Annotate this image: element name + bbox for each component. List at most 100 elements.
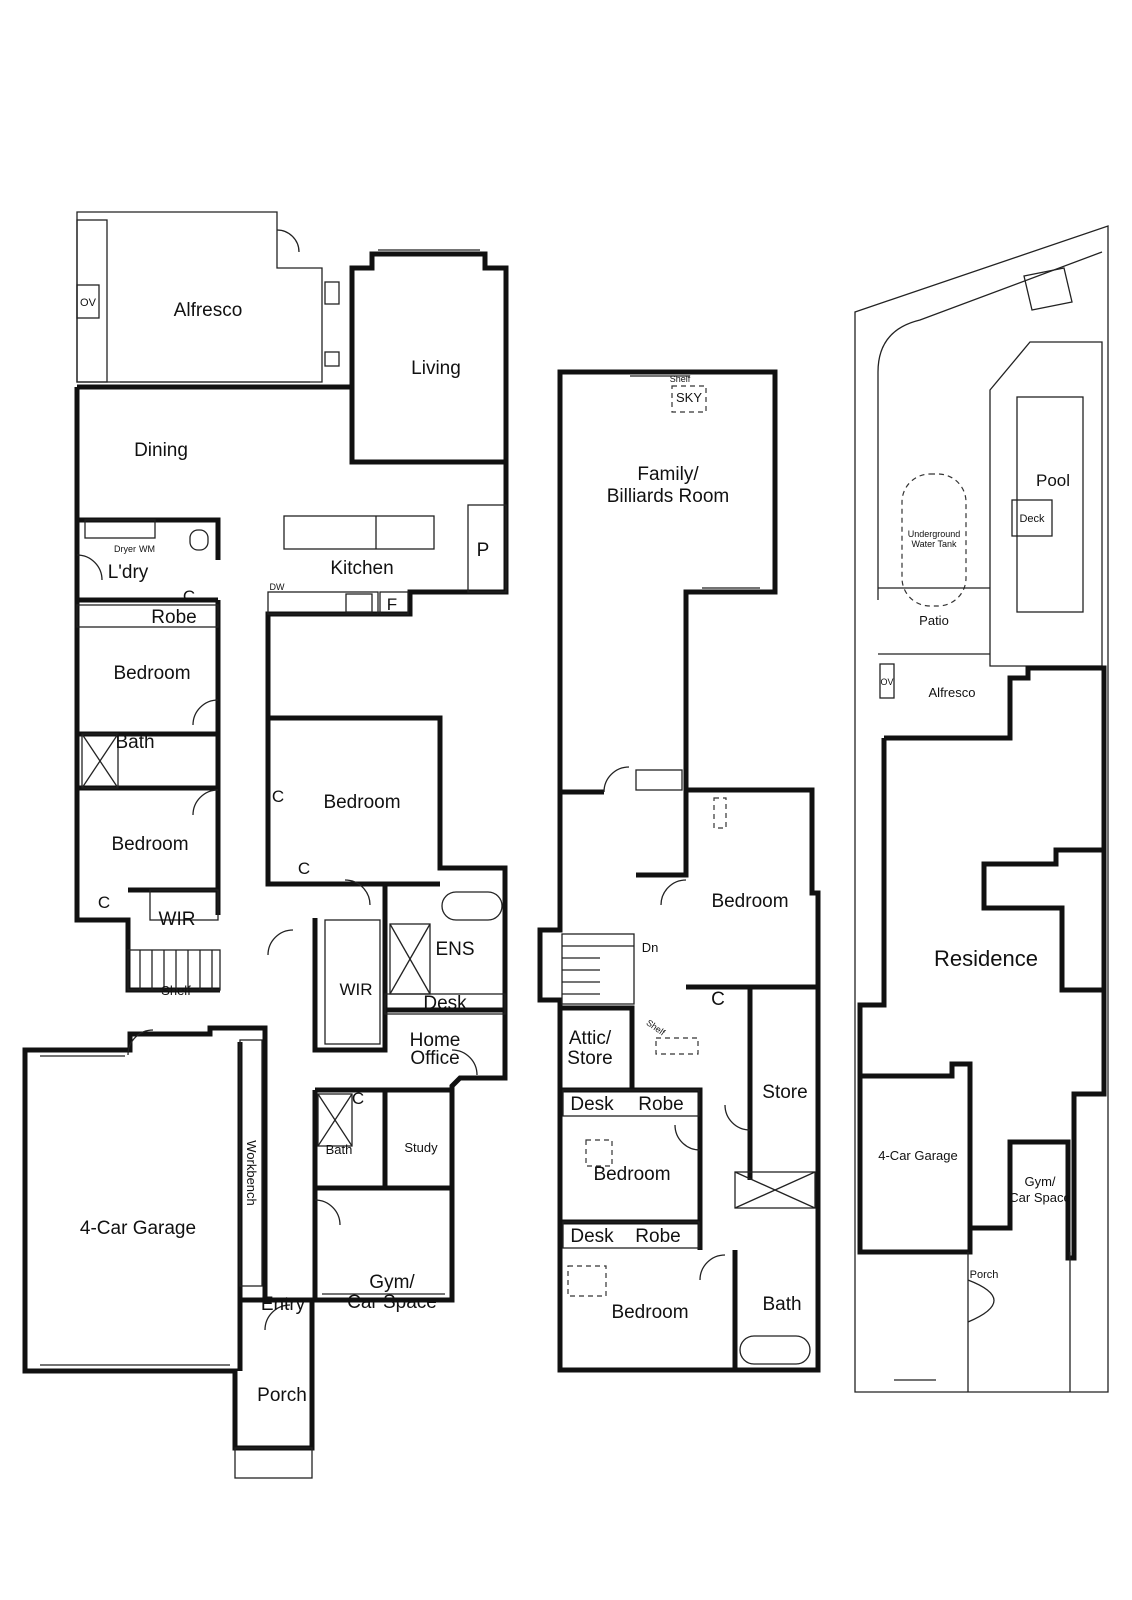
door-swing (724, 1104, 751, 1131)
oven-label: OV (80, 297, 97, 309)
robe-cabinet (76, 604, 219, 628)
room-label-alfresco: Alfresco (174, 300, 243, 321)
outdoor-oven (76, 284, 100, 319)
door-swing (314, 1199, 341, 1226)
shower-cross (389, 923, 431, 995)
site-label-residence: Residence (934, 946, 1038, 971)
room-label-ens: ENS (435, 939, 474, 960)
cupboard-label: C (183, 587, 195, 606)
desk-label: Desk (423, 993, 467, 1014)
porch-step (234, 1447, 313, 1479)
interior-wall (636, 790, 689, 878)
water-tank (901, 473, 967, 607)
interior-wall (560, 1005, 635, 1090)
skylight (567, 1265, 607, 1297)
alfresco-outline (76, 211, 323, 383)
site-plan: Underground Water Tank Pool Deck Patio A… (854, 225, 1109, 1393)
door-swing (344, 879, 371, 906)
room-label-wir: WIR (159, 909, 196, 930)
ground-exterior-wall (22, 251, 509, 1451)
room-label-bath: Bath (762, 1294, 801, 1315)
room-label-bedroom: Bedroom (113, 663, 190, 684)
site-label-tank: Underground (908, 529, 961, 539)
cupboard-label: C (98, 893, 110, 912)
desk-bench (562, 1089, 700, 1117)
interior-wall (349, 387, 506, 465)
robe-label: Robe (638, 1094, 683, 1115)
skylight (655, 1037, 699, 1055)
room-label-porch: Porch (257, 1385, 307, 1406)
room-label-bedroom: Bedroom (711, 891, 788, 912)
alfresco-door-swing (276, 229, 300, 253)
kitchen-island (283, 515, 435, 550)
ensuite-bath (441, 891, 503, 921)
door-swing (674, 1124, 701, 1151)
stairs (127, 949, 221, 991)
bath-shower (317, 1093, 353, 1147)
robe-label: Robe (635, 1226, 680, 1247)
pool-deck (1011, 499, 1053, 537)
desk-bench (562, 1221, 700, 1249)
workbench (239, 1039, 263, 1287)
room-label-entry: Entry (261, 1294, 306, 1315)
site-label-patio: Patio (919, 613, 949, 628)
fridge (379, 591, 409, 615)
stair-down-label: Dn (642, 940, 659, 955)
door-swing (192, 789, 219, 816)
skylight-label: SKY (676, 390, 702, 405)
dw-label: DW (270, 582, 285, 592)
skylight (585, 1139, 613, 1167)
cupboard-label: C (272, 787, 284, 806)
driveway (967, 1252, 1071, 1392)
site-label-porch: Porch (970, 1269, 999, 1281)
room-label-bedroom: Bedroom (323, 792, 400, 813)
door-swing (603, 766, 630, 793)
room-label-living: Living (411, 358, 461, 379)
room-label-bedroom: Bedroom (111, 834, 188, 855)
store-cupboard (734, 1171, 816, 1209)
entry-door-swing (264, 1304, 291, 1331)
shower-cross (317, 1093, 353, 1147)
site-label-garage: 4-Car Garage (878, 1148, 957, 1163)
cupboard-label: C (352, 1089, 364, 1108)
pantry (467, 504, 507, 593)
shelf-label: Shelf (644, 1018, 667, 1038)
room-label-home-office: Office (410, 1048, 459, 1069)
room-label-home-office: Home (410, 1030, 461, 1051)
desk-label: Desk (570, 1094, 614, 1115)
shed (1023, 267, 1073, 311)
stair-treads (562, 945, 634, 995)
pool (1016, 396, 1084, 613)
cupboard-label: C (298, 859, 310, 878)
bath-tub (739, 1335, 811, 1365)
ground-floor-plan: Alfresco OV Living Dining Kitchen L'dry … (22, 211, 509, 1479)
door-swing (127, 1029, 154, 1056)
door-swing (699, 1254, 726, 1281)
alfresco-post (324, 281, 340, 305)
door-swing (451, 1049, 478, 1076)
skylight (671, 385, 707, 413)
room-label-store: Store (762, 1082, 807, 1103)
room-label-bedroom: Bedroom (611, 1302, 688, 1323)
site-label-deck: Deck (1019, 513, 1045, 525)
shower (81, 733, 119, 789)
site-label-gym: Car Space (1009, 1190, 1070, 1205)
room-label-bath: Bath (326, 1142, 353, 1157)
residence-courtyard (981, 847, 1104, 993)
wir-shelf (149, 889, 219, 921)
site-label-ov: OV (880, 677, 893, 687)
room-label-dining: Dining (134, 440, 188, 461)
upper-exterior-wall (537, 369, 821, 1373)
room-label-study: Study (404, 1140, 438, 1155)
garden-edge (877, 251, 1103, 600)
site-label-pool: Pool (1036, 471, 1070, 490)
outdoor-oven (879, 663, 895, 699)
dryer-label: Dryer (114, 544, 136, 554)
room-label-gym: Gym/ (369, 1272, 415, 1293)
stair-treads (139, 950, 213, 990)
stairs (561, 933, 635, 1005)
kitchen-bench (267, 591, 379, 615)
room-label-kitchen: Kitchen (330, 558, 393, 579)
laundry-bench (84, 519, 156, 539)
site-label-gym: Gym/ (1024, 1174, 1055, 1189)
